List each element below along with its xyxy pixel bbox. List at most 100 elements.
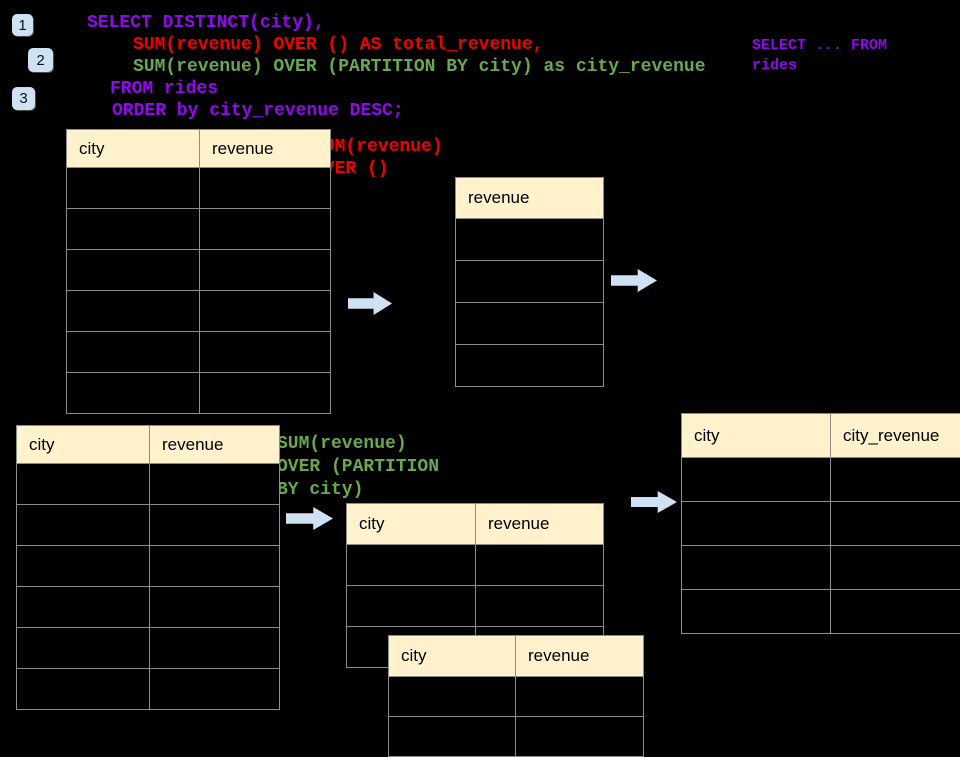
sql-line-select: SELECT DISTINCT(city), — [87, 12, 325, 34]
table-cell — [682, 546, 831, 590]
table-row — [456, 219, 604, 261]
step-badge-2: 2 — [28, 48, 53, 72]
table-cell — [831, 458, 960, 502]
table-cell — [200, 332, 331, 373]
table-row — [456, 261, 604, 303]
table-cell — [682, 502, 831, 546]
table-cell — [17, 546, 150, 587]
annotation-partition-line3: BY city) — [277, 479, 363, 501]
table-cell — [200, 373, 331, 414]
arrow-right-icon — [286, 507, 333, 530]
table-cell — [67, 291, 200, 332]
table-cell — [200, 250, 331, 291]
step-badge-1: 1 — [12, 14, 33, 36]
table-cell — [682, 458, 831, 502]
table-cell — [17, 669, 150, 710]
table-cell — [67, 373, 200, 414]
table-cell — [200, 209, 331, 250]
header-cell-city: city — [67, 130, 200, 168]
annotation-partition-line1: SUM(revenue) — [277, 433, 407, 455]
table-cell — [456, 303, 604, 345]
sql-line-from: FROM rides — [110, 78, 218, 100]
header-cell-revenue: revenue — [476, 504, 604, 545]
step-badge-3: 3 — [12, 87, 35, 110]
header-cell-city: city — [347, 504, 476, 545]
table-cell — [456, 345, 604, 387]
table-cell — [682, 590, 831, 634]
table-cell — [347, 586, 476, 627]
table-cell — [516, 717, 644, 757]
table-cell — [67, 250, 200, 291]
side-note-line1: SELECT ... FROM — [752, 36, 887, 56]
table-row — [456, 345, 604, 387]
slide-canvas: { "sql_code": { "line1": "SELECT DISTINC… — [0, 0, 960, 720]
table-row — [389, 677, 644, 717]
table-cell — [200, 168, 331, 209]
table-source-bottom: city revenue — [16, 425, 280, 710]
arrow-right-icon — [348, 292, 392, 315]
table-cell — [456, 219, 604, 261]
table-cell — [200, 291, 331, 332]
table-row — [17, 505, 280, 546]
table-cell — [17, 464, 150, 505]
table-cell — [476, 586, 604, 627]
table-row — [682, 502, 960, 546]
table-cell — [150, 464, 280, 505]
table-cell — [150, 505, 280, 546]
table-row — [67, 250, 331, 291]
sql-line-total: SUM(revenue) OVER () AS total_revenue, — [133, 34, 543, 56]
header-cell-city: city — [389, 636, 516, 677]
header-cell-city: city — [17, 426, 150, 464]
table-row — [67, 373, 331, 414]
header-cell-revenue: revenue — [456, 178, 604, 219]
header-cell-city-revenue: city_revenue — [831, 414, 960, 458]
table-cell — [150, 587, 280, 628]
table-cell — [17, 587, 150, 628]
table-cell — [516, 677, 644, 717]
table-cell — [389, 717, 516, 757]
annotation-partition-line2: OVER (PARTITION — [277, 456, 439, 478]
header-cell-revenue: revenue — [150, 426, 280, 464]
table-row — [347, 545, 604, 586]
table-cell — [150, 669, 280, 710]
table-row — [682, 546, 960, 590]
table-cell — [476, 545, 604, 586]
arrow-right-icon — [631, 491, 677, 513]
annotation-total-line1: SUM(revenue) — [313, 136, 443, 158]
table-cell — [347, 545, 476, 586]
header-cell-revenue: revenue — [200, 130, 331, 168]
table-cell — [17, 505, 150, 546]
table-row — [456, 303, 604, 345]
table-row — [67, 291, 331, 332]
table-final-result: city city_revenue — [681, 413, 960, 634]
table-row — [389, 717, 644, 757]
table-cell — [150, 628, 280, 669]
table-row — [67, 168, 331, 209]
table-cell — [17, 628, 150, 669]
table-cell — [389, 677, 516, 717]
table-cell — [456, 261, 604, 303]
table-row — [67, 332, 331, 373]
table-cell — [67, 168, 200, 209]
sql-line-order: ORDER by city_revenue DESC; — [112, 100, 404, 122]
table-partition-front: city revenue — [388, 635, 644, 757]
table-row — [17, 464, 280, 505]
arrow-right-icon — [611, 269, 657, 292]
table-cell — [67, 209, 200, 250]
table-row — [17, 628, 280, 669]
sql-line-partition: SUM(revenue) OVER (PARTITION BY city) as… — [133, 56, 706, 78]
table-row — [17, 546, 280, 587]
side-note-line2: rides — [752, 56, 797, 76]
table-cell — [67, 332, 200, 373]
header-cell-revenue: revenue — [516, 636, 644, 677]
table-cell — [150, 546, 280, 587]
table-cell — [831, 546, 960, 590]
table-cell — [831, 590, 960, 634]
header-cell-city: city — [682, 414, 831, 458]
table-cell — [831, 502, 960, 546]
table-row — [67, 209, 331, 250]
table-row — [682, 590, 960, 634]
table-row — [17, 669, 280, 710]
table-total-result: revenue — [455, 177, 604, 387]
table-source-top: city revenue — [66, 129, 331, 414]
